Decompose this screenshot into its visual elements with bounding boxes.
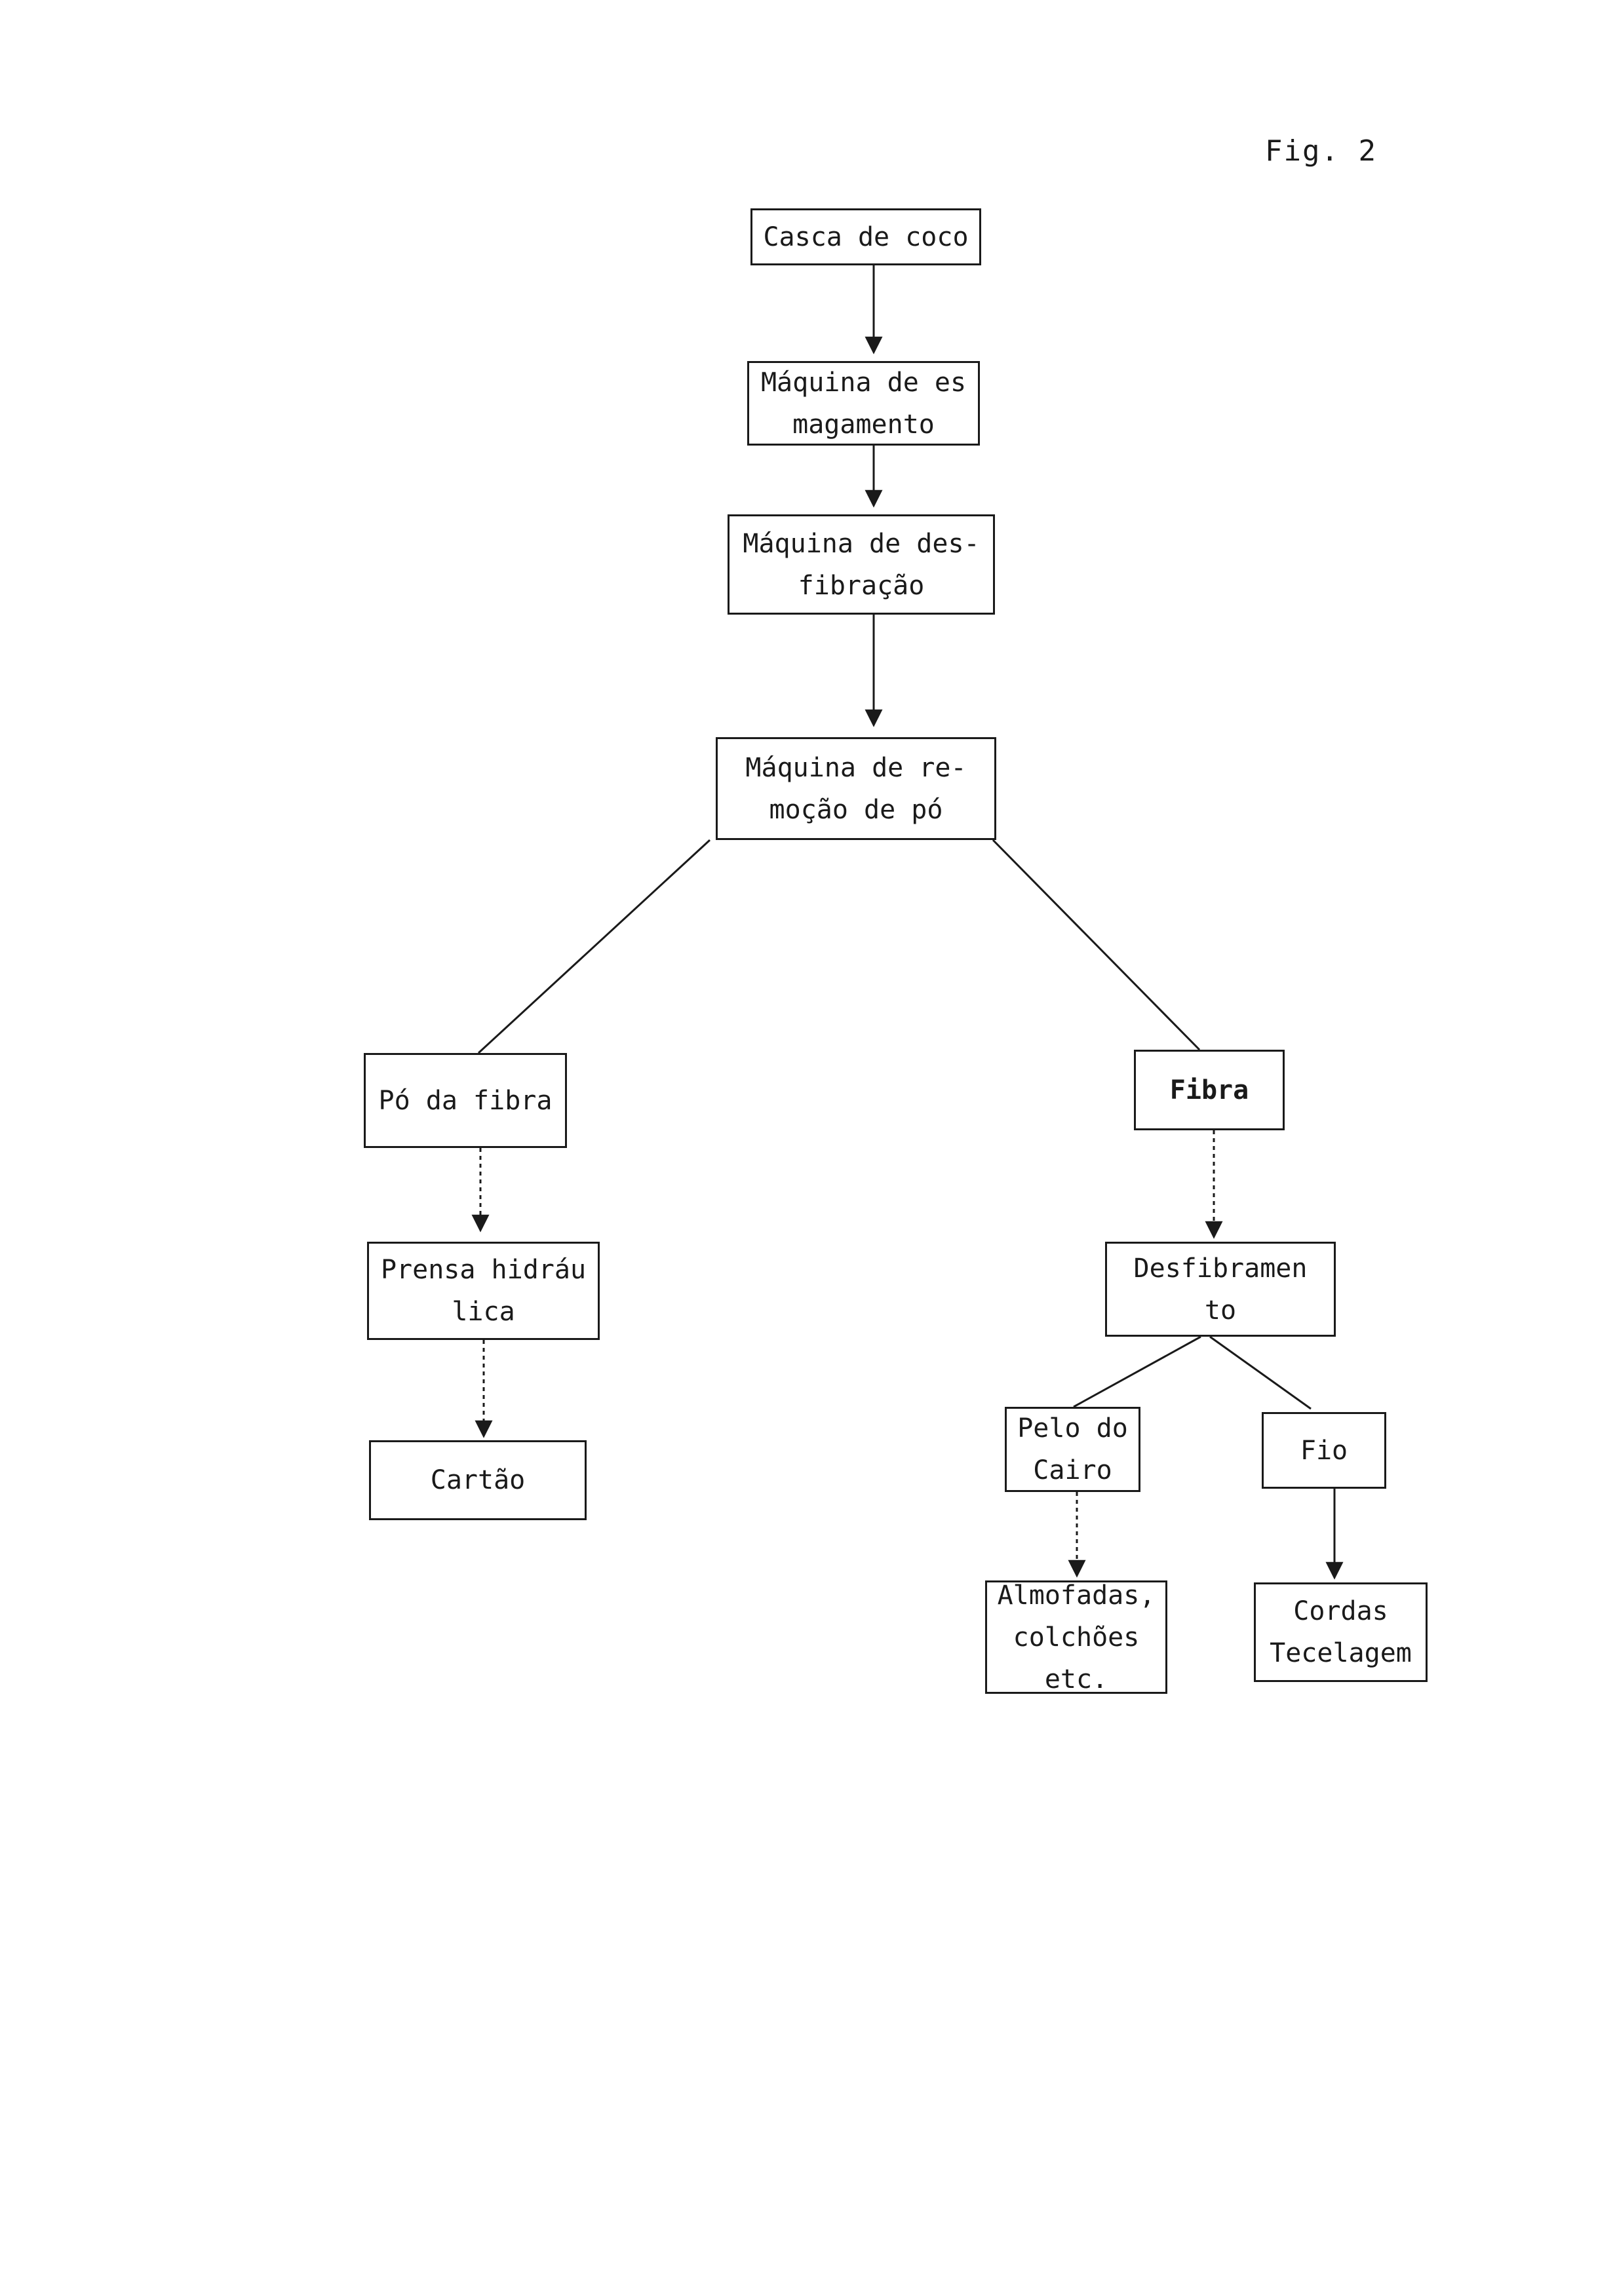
node-almofadas-colchoes: Almofadas, colchões etc.: [985, 1580, 1167, 1694]
node-label-line: Pelo do: [1017, 1413, 1128, 1444]
node-label-line: Almofadas,: [997, 1580, 1156, 1611]
node-maquina-remocao-po: Máquina de re-moção de pó: [716, 737, 996, 840]
edge-desfibramento-pelo: [1073, 1335, 1201, 1408]
node-label-line: Fio: [1300, 1435, 1348, 1466]
edge-remocao-po: [477, 839, 711, 1054]
node-label-line: to: [1204, 1295, 1237, 1326]
node-label-line: fibração: [798, 570, 925, 601]
node-fio: Fio: [1262, 1412, 1386, 1489]
node-label-line: Casca de coco: [763, 221, 969, 252]
node-pelo-do-cairo: Pelo do Cairo: [1005, 1407, 1140, 1492]
node-label-line: Cairo: [1033, 1455, 1112, 1485]
edge-remocao-fibra: [992, 839, 1201, 1051]
node-label-line: Pó da fibra: [378, 1085, 553, 1116]
node-fibra: Fibra: [1134, 1050, 1285, 1130]
node-maquina-esmagamento: Máquina de es magamento: [747, 361, 980, 446]
edge-desfibramento-fio: [1209, 1335, 1312, 1410]
node-label-line: etc.: [1044, 1664, 1108, 1694]
node-label-line: Cartão: [430, 1465, 526, 1495]
node-label-line: colchões: [1013, 1622, 1140, 1653]
node-label-line: Cordas: [1293, 1596, 1388, 1626]
node-cartao: Cartão: [369, 1440, 587, 1520]
node-label-line: Máquina de re-: [745, 752, 967, 783]
node-label-line: Máquina de es: [760, 367, 967, 398]
node-desfibramento: Desfibramen to: [1105, 1242, 1336, 1337]
node-label-line: Tecelagem: [1270, 1638, 1412, 1668]
node-label-line: Máquina de des-: [743, 528, 980, 559]
node-label-line: moção de pó: [769, 794, 943, 825]
node-po-da-fibra: Pó da fibra: [364, 1053, 567, 1148]
node-prensa-hidraulica: Prensa hidráu lica: [367, 1242, 600, 1340]
node-label-line: Prensa hidráu: [380, 1255, 587, 1285]
node-label-line: Desfibramen: [1133, 1253, 1308, 1284]
node-label-line: magamento: [792, 409, 935, 440]
node-label-line: lica: [452, 1297, 515, 1327]
node-label-line: Fibra: [1169, 1075, 1249, 1105]
node-maquina-desfibracao: Máquina de des-fibração: [728, 514, 995, 615]
figure-label: Fig. 2: [1265, 134, 1377, 168]
node-casca-de-coco: Casca de coco: [750, 208, 981, 265]
